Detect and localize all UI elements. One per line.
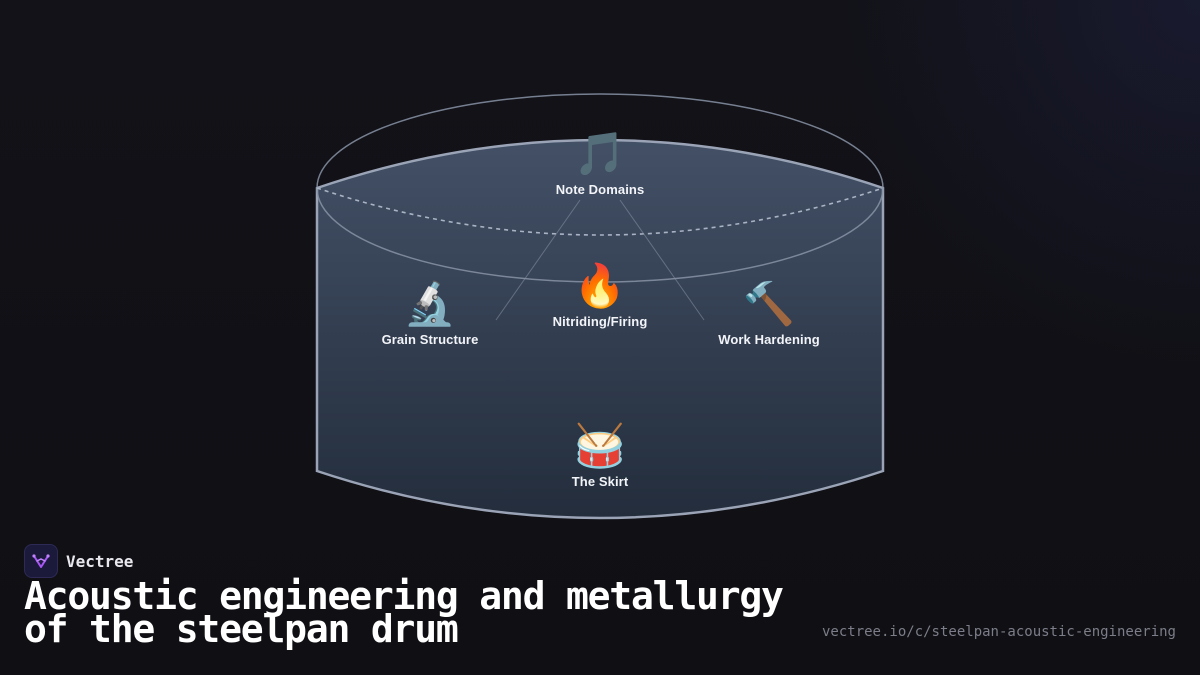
node-grain-structure: 🔬 Grain Structure	[340, 279, 520, 348]
drum-dashed-curve	[316, 187, 884, 236]
fire-icon: 🔥	[573, 261, 627, 310]
source-url: vectree.io/c/steelpan-acoustic-engineeri…	[821, 624, 1176, 640]
drum-body-shape	[315, 138, 885, 520]
node-label: The Skirt	[571, 474, 629, 489]
node-the-skirt: 🥁 The Skirt	[510, 421, 690, 490]
node-nitriding-firing: 🔥 Nitriding/Firing	[510, 261, 690, 330]
microscope-icon: 🔬	[403, 279, 457, 328]
node-label: Note Domains	[555, 182, 645, 197]
node-work-hardening: 🔨 Work Hardening	[679, 279, 859, 348]
node-label: Nitriding/Firing	[552, 314, 648, 329]
hammer-icon: 🔨	[742, 279, 796, 328]
node-note-domains: 🎵 Note Domains	[510, 129, 690, 198]
connector-line-right	[619, 199, 705, 321]
musical-notes-icon: 🎵	[573, 129, 627, 178]
node-label: Work Hardening	[718, 332, 820, 347]
page-title: Acoustic engineering and metallurgy of t…	[24, 574, 784, 651]
vectree-logo-icon	[24, 544, 58, 578]
brand: Vectree	[24, 544, 133, 578]
brand-name: Vectree	[66, 551, 134, 571]
connector-line-left	[495, 199, 581, 321]
drum-icon: 🥁	[573, 421, 627, 470]
node-label: Grain Structure	[381, 332, 479, 347]
